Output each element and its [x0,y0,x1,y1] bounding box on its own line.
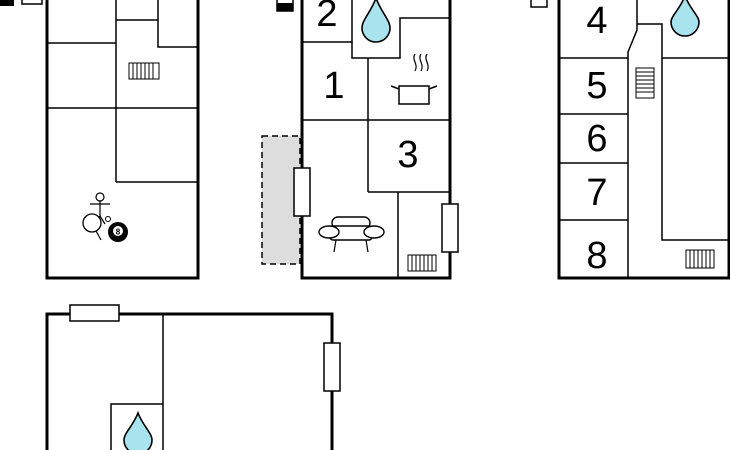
plan-a-corner-mark [21,0,43,5]
room-8-number: 8 [586,235,607,277]
plan-c-second-floor: 4 5 6 7 8 [530,0,730,280]
room-7-number: 7 [586,172,607,214]
radiator-icon [407,254,437,272]
room-5-number: 5 [586,65,607,107]
plan-a-walls [45,0,200,280]
plan-d-wall-bath [110,403,163,450]
window [441,203,459,253]
plan-b-first-floor: 2 1 3 [261,0,459,280]
plan-a-wall-stair [116,0,198,48]
window [69,304,120,322]
water-drop-icon [361,0,391,43]
radiator-icon [685,249,715,269]
water-drop-icon [670,0,700,37]
cooking-pot-icon [390,53,438,105]
room-4-number: 4 [586,0,607,42]
plan-d-annex [45,304,341,450]
radiator-icon [128,62,160,80]
room-1-number: 1 [323,65,344,107]
plan-a-ground-floor: 8 [0,0,200,280]
water-drop-icon [123,410,153,450]
plan-b-wall-bath [351,17,450,59]
room-3-number: 3 [397,134,418,176]
billiard-ball-icon: 8 [108,222,128,242]
billiard-ball-label: 8 [116,228,121,237]
plan-a-outer-wall [0,0,14,6]
window [293,167,311,217]
room-2-number: 2 [316,0,337,35]
plan-d-walls [45,312,334,450]
plan-c-wall-corridor [637,23,729,241]
plan-b-walls [300,0,452,280]
room-6-number: 6 [586,118,607,160]
table-football-ping-pong-icon [82,192,111,241]
window [323,342,341,392]
plan-b-corner-fill [277,3,293,11]
sofa-icon [318,216,385,253]
plan-c-corner-mark [530,0,548,8]
stairs-icon [635,67,655,99]
plan-c-walls [557,0,730,280]
plan-c-wall-room4 [559,0,638,59]
